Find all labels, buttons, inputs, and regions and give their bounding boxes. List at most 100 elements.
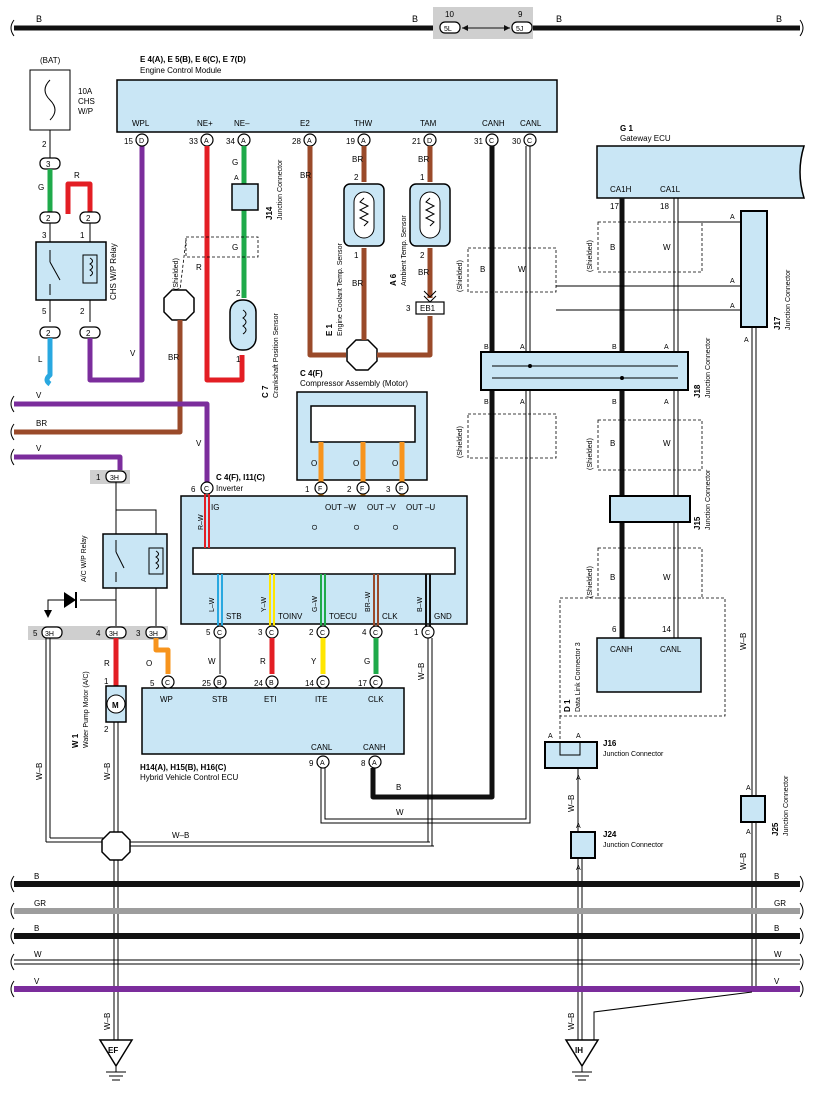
ecm-pin-name-1: NE+	[197, 119, 213, 128]
conn-5j-pin: 9	[518, 10, 523, 19]
hv-subtitle: Hybrid Vehicle Control ECU	[140, 773, 238, 782]
inv-bot-pin-2-letter: C	[320, 630, 325, 637]
shielded-ecm-2: (Shielded)	[457, 426, 464, 458]
compressor-id: C 4(F)	[300, 369, 323, 378]
inv-top-wire-1: O	[312, 524, 319, 530]
hv-top-pin-3-letter: C	[320, 680, 325, 687]
j18-pin-8: A	[664, 399, 669, 406]
top-bus-label-mid: B	[412, 14, 418, 24]
j15-label: Junction Connector	[705, 469, 712, 530]
shielded-ckp: (Shielded)	[173, 258, 180, 290]
chs-conn-d: 2	[86, 329, 91, 338]
ecm-pin-num-5: 21	[412, 137, 421, 146]
ecm-pin-num-4: 19	[346, 137, 355, 146]
ckp-pin-2: 2	[236, 289, 241, 298]
wire-w-canl-label: W	[518, 265, 526, 274]
ecm-pin-name-2: NE–	[234, 119, 250, 128]
hv-bot-pin-1-letter: A	[372, 760, 377, 767]
wire-wb-wp-label: W–B	[103, 763, 112, 780]
hv-top-name-3: ITE	[315, 695, 327, 704]
j17-pin-a3: A	[730, 303, 735, 310]
wire-b-gw-label-2: B	[610, 439, 615, 448]
wire-b-canh-label: B	[480, 265, 485, 274]
gateway-ecu: G 1 Gateway ECU CA1H CA1L 17 18	[596, 124, 806, 211]
engine-control-module: E 4(A), E 5(B), E 6(C), E 7(D) Engine Co…	[116, 55, 558, 147]
bottom-bus-label-left-0: B	[34, 872, 39, 881]
inv-bot-wire-1: Y–W	[261, 596, 268, 612]
data-link-connector: 6 14 CANH CANL D 1 Data Link Connector 3	[563, 625, 702, 712]
inv-bot-name-2: TOECU	[329, 612, 357, 621]
ckp-id: C 7	[261, 385, 270, 398]
ac-relay-conn-3: 3H	[149, 631, 158, 638]
wire-g-ne-label: G	[232, 158, 238, 167]
conn-5l-label: 5L	[444, 26, 452, 33]
left-bus-br: BR	[36, 419, 47, 428]
inv-top-pin-2-letter: F	[360, 486, 364, 493]
j24-label: Junction Connector	[603, 842, 664, 849]
j25-id: J25	[771, 822, 780, 836]
hv-bot-pin-1-circle	[368, 755, 382, 769]
j17-pin-a1: A	[730, 214, 735, 221]
bottom-bus-label-left-2: B	[34, 924, 39, 933]
inv-top-name-1: OUT –W	[325, 503, 356, 512]
ecm-pin-5-letter: D	[427, 138, 432, 145]
ecm-pin-2-letter: A	[241, 138, 246, 145]
dlc-label: Data Link Connector 3	[575, 642, 582, 712]
wire-wb-gnd-inv-label: W–B	[417, 663, 426, 680]
j16-label-1: Junction Connector	[603, 751, 664, 758]
hv-top-pin-4-circle	[369, 675, 383, 689]
wp-motor-pin-1: 1	[104, 677, 109, 686]
wire-b-gw-label-3: B	[610, 573, 615, 582]
hv-top-num-2: 24	[254, 679, 263, 688]
compressor-label: Compressor Assembly (Motor)	[300, 379, 408, 388]
inv-top-pin-0-circle	[200, 481, 214, 495]
ac-relay-label: A/C W/P Relay	[81, 535, 88, 582]
amb-pin-2: 2	[420, 251, 425, 260]
j14-label: Junction Connector	[277, 159, 284, 220]
ecm-pin-7-letter: C	[527, 138, 532, 145]
ac-relay-conn-5: 3H	[45, 631, 54, 638]
hv-bot-num-0: 9	[309, 759, 314, 768]
wire-w-stb-label: W	[208, 657, 216, 666]
ecm-pin-num-3: 28	[292, 137, 301, 146]
gateway-subtitle: Gateway ECU	[620, 134, 671, 143]
inv-bot-num-4: 1	[414, 628, 419, 637]
ecm-pin-name-5: TAM	[420, 119, 437, 128]
top-bus-label-right: B	[556, 14, 562, 24]
inv-bot-wire-3: BR–W	[365, 591, 372, 612]
inv-top-name-2: OUT –V	[367, 503, 396, 512]
hv-top-num-3: 14	[305, 679, 314, 688]
ac-relay-conn-4: 3H	[109, 631, 118, 638]
inverter-id: C 4(F), I11(C)	[216, 473, 265, 482]
inv-bot-pin-4-letter: C	[425, 630, 430, 637]
top-bus-label-left: B	[36, 14, 42, 24]
bottom-bus-label-right-4: V	[774, 977, 780, 986]
inv-top-pin-3-circle	[395, 481, 409, 495]
chs-conn-c: 2	[46, 329, 51, 338]
inv-bot-wire-4: B–W	[417, 596, 424, 612]
wire-o-wp-label: O	[146, 659, 152, 668]
ecm-subtitle: Engine Control Module	[140, 66, 222, 75]
bottom-bus-label-right-1: GR	[774, 899, 786, 908]
junction-j25: A A J25 Junction Connector	[740, 775, 790, 836]
inv-top-wire-2: O	[354, 524, 361, 530]
ecm-pin-name-4: THW	[354, 119, 373, 128]
chs-relay-pin-2: 2	[80, 307, 85, 316]
j14-id: J14	[265, 206, 274, 220]
hv-bot-pin-0-letter: A	[320, 760, 325, 767]
wire-w-gw-label-2: W	[663, 439, 671, 448]
ect-id: E 1	[325, 323, 334, 336]
wire-v-ig-label: V	[196, 439, 202, 448]
hv-top-pin-3-circle	[316, 675, 330, 689]
j18-pin-5: B	[484, 399, 489, 406]
inv-top-wire-0: R–W	[198, 514, 205, 530]
wire-br-thw-label-2: BR	[352, 279, 363, 288]
wire-r-ne-label: R	[196, 263, 202, 272]
ecm-pin-name-0: WPL	[132, 119, 150, 128]
inv-top-pin-2-circle	[356, 481, 370, 495]
wire-b-gw-label: B	[610, 243, 615, 252]
ecm-pin-name-7: CANL	[520, 119, 542, 128]
chs-wp-relay: G R 2 2 3 1 5 2 CHS W/P Relay 2 2 L V	[35, 146, 145, 387]
